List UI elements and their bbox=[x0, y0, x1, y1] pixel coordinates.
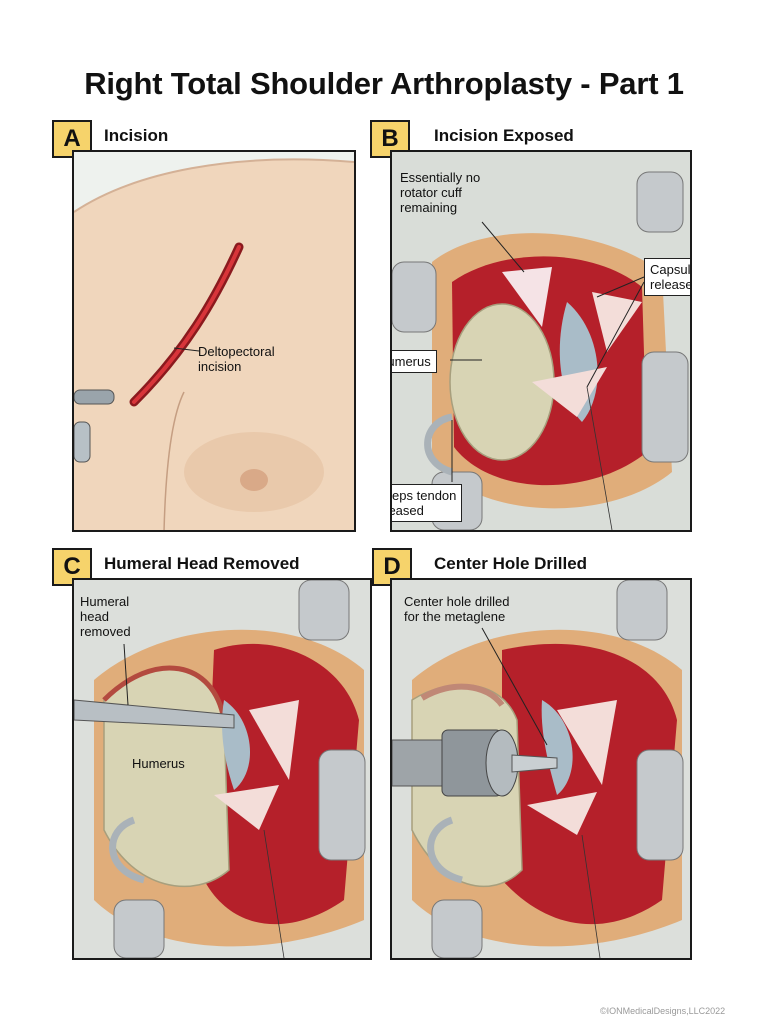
copyright-text: ©IONMedicalDesigns,LLC2022 bbox=[600, 1006, 726, 1016]
panel-d-illustration: Center hole drilled for the metaglene bbox=[390, 578, 692, 960]
panel-b-label-humerus: Humerus bbox=[392, 350, 437, 373]
panel-b-illustration: Essentially no rotator cuff remaining Ca… bbox=[390, 150, 692, 532]
panel-c-label-head-removed: Humeral head removed bbox=[80, 594, 131, 639]
panel-d-label-center-hole: Center hole drilled for the metaglene bbox=[404, 594, 510, 624]
page-title: Right Total Shoulder Arthroplasty - Part… bbox=[84, 66, 684, 101]
panel-b-label-capsule: Capsule released bbox=[644, 258, 690, 296]
panel-c-title: Humeral Head Removed bbox=[104, 554, 300, 573]
panel-a-label-incision: Deltopectoral incision bbox=[198, 344, 275, 374]
panel-c-letter: C bbox=[52, 548, 92, 586]
panel-a-title: Incision bbox=[104, 126, 169, 145]
panel-d-title: Center Hole Drilled bbox=[434, 554, 588, 573]
panel-b-label-rotator-cuff: Essentially no rotator cuff remaining bbox=[400, 170, 481, 215]
panel-b-label-biceps: Biceps tendon released bbox=[392, 484, 463, 522]
panel-a-illustration: Deltopectoral incision bbox=[72, 150, 356, 532]
panel-b-art bbox=[392, 152, 690, 530]
panel-c-illustration: Humeral head removed Humerus bbox=[72, 578, 372, 960]
panel-c-label-humerus: Humerus bbox=[132, 756, 185, 771]
panel-b-letter: B bbox=[370, 120, 410, 158]
panel-b-title: Incision Exposed bbox=[434, 126, 574, 145]
panel-c-art bbox=[74, 580, 370, 958]
panel-d-art bbox=[392, 580, 690, 958]
panel-a-art bbox=[74, 158, 354, 530]
